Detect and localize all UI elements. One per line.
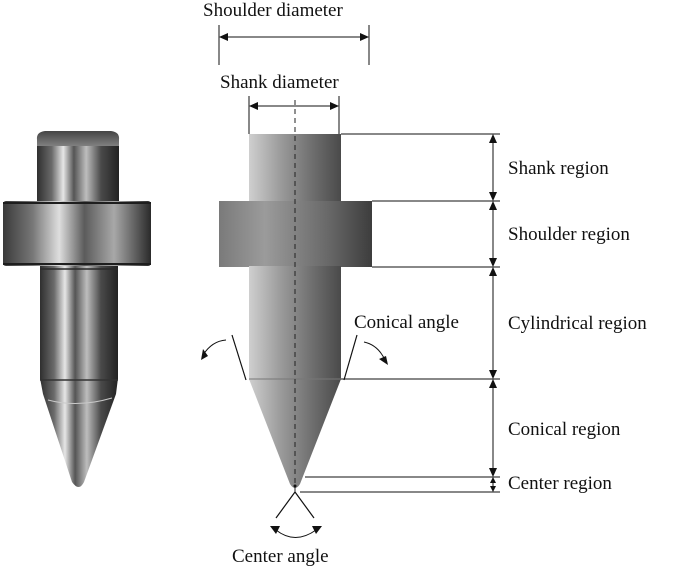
region-dimension-arrows <box>489 134 497 492</box>
shoulder-diameter-dimension <box>218 25 370 65</box>
shank-diameter-dimension <box>248 96 340 134</box>
tool-photo <box>3 131 151 487</box>
center-region-label: Center region <box>508 473 612 494</box>
shank-region-label: Shank region <box>508 158 609 179</box>
center-angle-label: Center angle <box>232 546 329 567</box>
region-extension-lines <box>300 133 500 493</box>
shank-diameter-label: Shank diameter <box>220 72 339 93</box>
shoulder-diameter-label: Shoulder diameter <box>203 0 343 21</box>
tool-schematic <box>219 100 372 492</box>
shoulder-region-label: Shoulder region <box>508 224 630 245</box>
conical-angle-indicator <box>201 334 388 381</box>
conical-angle-label: Conical angle <box>354 312 459 333</box>
center-angle-indicator <box>270 484 322 538</box>
cylindrical-region-label: Cylindrical region <box>508 313 647 334</box>
conical-region-label: Conical region <box>508 419 621 440</box>
